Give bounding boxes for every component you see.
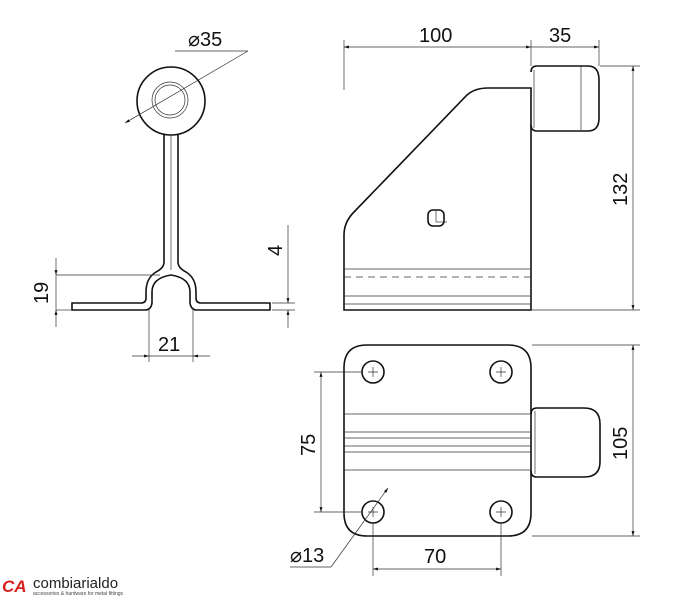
plate-width-label: 105 bbox=[610, 427, 632, 460]
bumper-end-circle bbox=[136, 66, 206, 136]
front-view: 100 35 132 bbox=[343, 25, 640, 311]
logo-tagline: accessories & hardware for metal fitting… bbox=[33, 591, 124, 597]
bracket-profile bbox=[71, 134, 271, 311]
logo-name: combiarialdo bbox=[33, 575, 118, 592]
total-height-label: 132 bbox=[610, 173, 632, 206]
hump-width-label: 21 bbox=[158, 334, 180, 356]
bumper-length-label: 35 bbox=[549, 25, 571, 47]
svg-text:CA: CA bbox=[2, 577, 27, 596]
body-length-label: 100 bbox=[419, 25, 452, 47]
marking-symbol-icon bbox=[427, 209, 447, 227]
company-logo: CA combiarialdo accessories & hardware f… bbox=[2, 575, 124, 597]
side-view: ⌀35 19 4 21 bbox=[31, 29, 295, 362]
plate-thickness-label: 4 bbox=[265, 245, 287, 256]
hole-spacing-vertical-label: 75 bbox=[298, 434, 320, 456]
ball-diameter-label: ⌀35 bbox=[188, 29, 222, 51]
hole-diameter-label: ⌀13 bbox=[290, 545, 324, 567]
mounting-holes bbox=[361, 360, 513, 524]
hole-spacing-horizontal-label: 70 bbox=[424, 546, 446, 568]
top-view: 75 105 70 ⌀13 bbox=[290, 344, 640, 576]
base-height-label: 19 bbox=[31, 282, 53, 304]
